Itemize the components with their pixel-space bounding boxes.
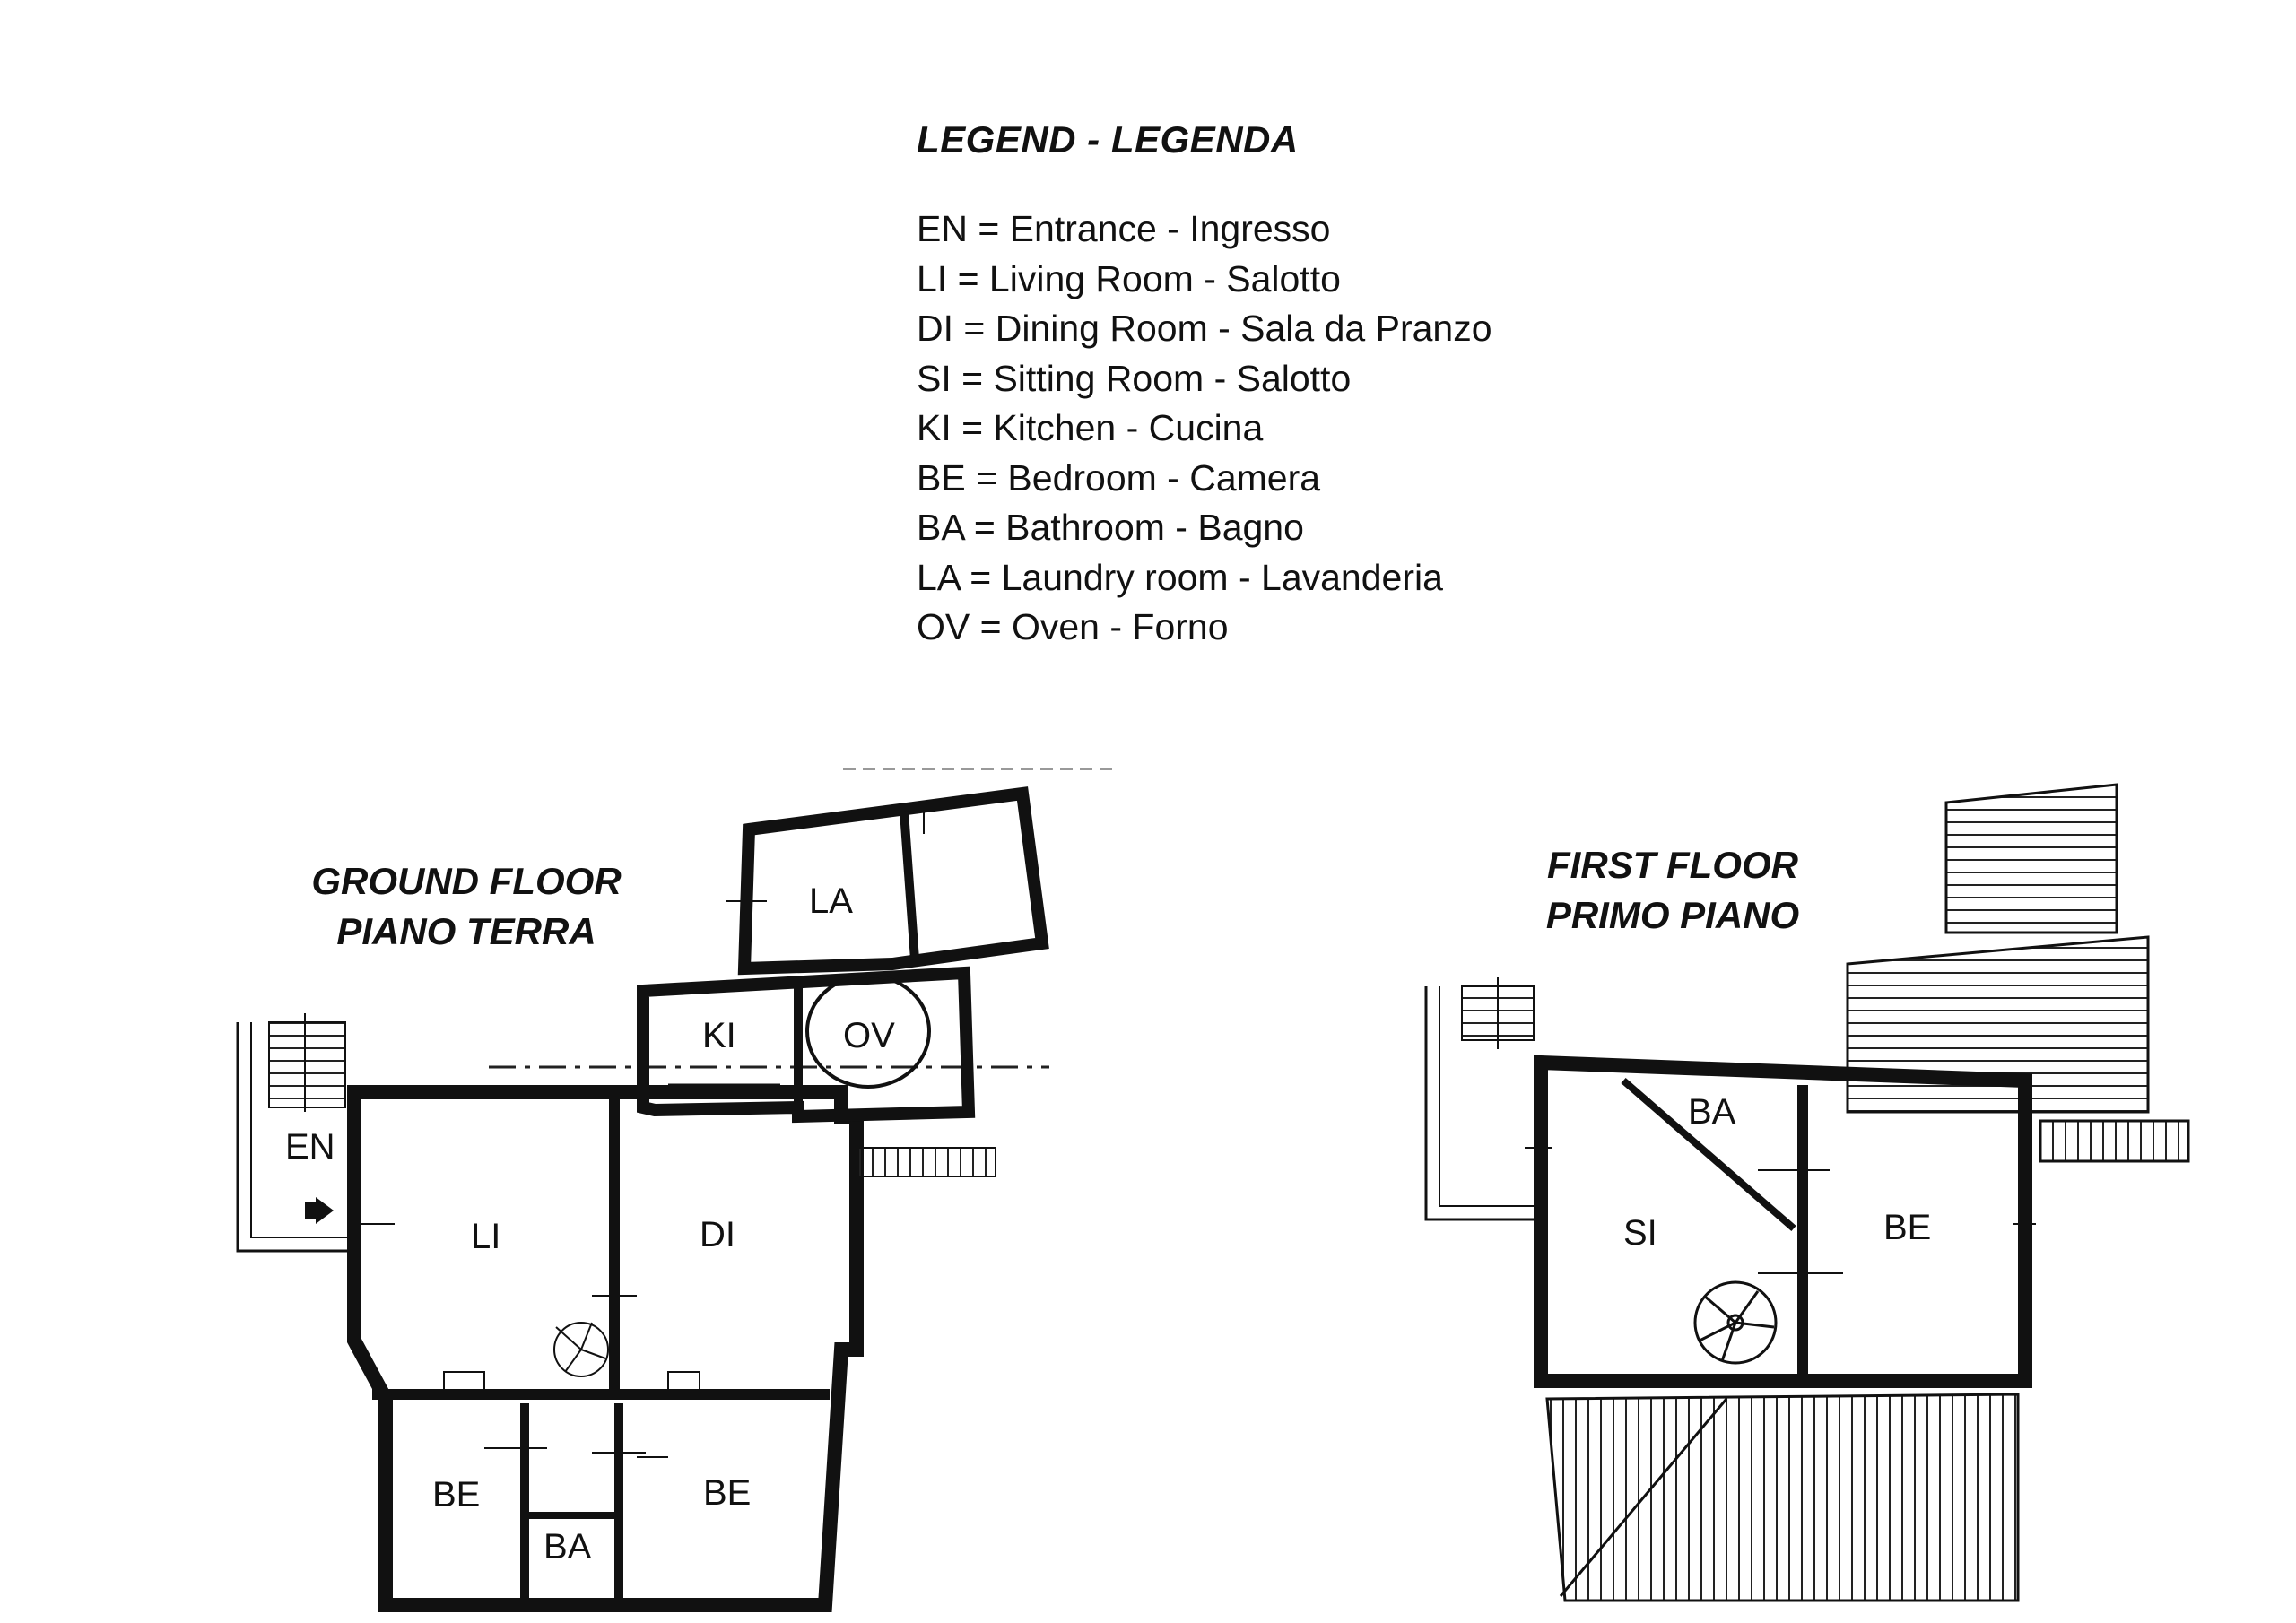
lower-roof-hatch [1545, 1393, 2020, 1602]
legend: LEGEND - LEGENDA EN = Entrance - Ingress… [917, 118, 1492, 653]
room-label-oven: OV [843, 1016, 895, 1055]
room-label-kitchen: KI [702, 1016, 736, 1055]
first-floor-left-stair [1424, 977, 1543, 1221]
legend-item-sitting-room: SI = Sitting Room - Salotto [917, 357, 1352, 399]
room-label-entrance: EN [285, 1127, 335, 1167]
legend-item-laundry: LA = Laundry room - Lavanderia [917, 556, 1443, 598]
legend-item-kitchen: KI = Kitchen - Cucina [917, 407, 1264, 448]
room-label-sitting: SI [1623, 1213, 1657, 1253]
room-label-living: LI [471, 1217, 500, 1256]
roof-hatch-areas [1846, 783, 2190, 1163]
room-label-bedroom-left: BE [432, 1475, 480, 1515]
room-label-first-bedroom: BE [1883, 1208, 1931, 1247]
first-outer-wall [1534, 1055, 2032, 1388]
entrance-stair [236, 1013, 354, 1253]
room-label-first-bathroom: BA [1688, 1092, 1736, 1132]
ground-floor-title-en: GROUND FLOOR [311, 860, 622, 902]
room-label-bathroom: BA [544, 1527, 592, 1567]
room-label-bedroom-right: BE [703, 1473, 751, 1513]
ground-floor-title: GROUND FLOOR PIANO TERRA [287, 856, 646, 957]
first-floor-title: FIRST FLOOR PRIMO PIANO [1511, 840, 1834, 941]
first-floor-plan [1424, 783, 2190, 1602]
legend-item-entrance: EN = Entrance - Ingresso [917, 208, 1331, 249]
room-label-laundry: LA [809, 881, 853, 921]
legend-item-bathroom: BA = Bathroom - Bagno [917, 507, 1304, 548]
legend-item-oven: OV = Oven - Forno [917, 606, 1229, 647]
first-floor-title-it: PRIMO PIANO [1545, 894, 1800, 936]
legend-item-living-room: LI = Living Room - Salotto [917, 257, 1341, 299]
legend-item-bedroom: BE = Bedroom - Camera [917, 456, 1321, 499]
laundry-annex-wall [737, 786, 1049, 976]
spiral-stair-first [1693, 1280, 1778, 1365]
legend-item-dining-room: DI = Dining Room - Sala da Pranzo [917, 308, 1492, 349]
ground-outer-wall [347, 1085, 864, 1612]
legend-title: LEGEND - LEGENDA [917, 118, 1299, 161]
room-label-dining: DI [700, 1215, 735, 1254]
first-floor-title-en: FIRST FLOOR [1547, 844, 1798, 886]
ground-floor-plan [236, 768, 1112, 1612]
spiral-stair-ground [553, 1322, 609, 1377]
ground-floor-title-it: PIANO TERRA [336, 910, 596, 952]
